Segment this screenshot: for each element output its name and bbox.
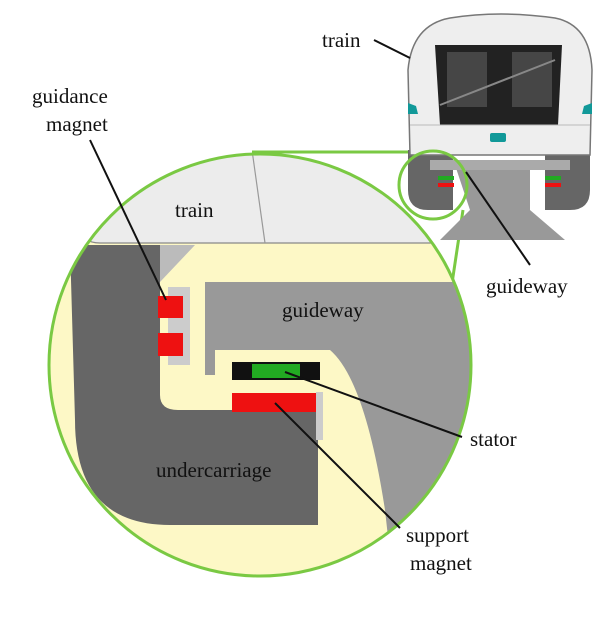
headlight-center: [490, 133, 506, 142]
support-magnet: [232, 393, 316, 412]
label-support-magnet-line1: support: [406, 523, 469, 547]
guidance-magnet-upper: [158, 296, 183, 318]
undercarriage-zoom-shape: [70, 245, 318, 525]
magnified-view: [49, 154, 471, 576]
label-guideway-zoom: guideway: [282, 298, 364, 322]
label-guideway-small: guideway: [486, 274, 568, 298]
label-train-zoom: train: [175, 198, 214, 222]
magnified-circle-outline: [47, 152, 473, 578]
guideway-pillar: [440, 165, 565, 240]
label-support-magnet-line2: magnet: [410, 551, 472, 575]
label-train-small: train: [322, 28, 361, 52]
label-stator: stator: [470, 427, 517, 451]
label-guidance-magnet-line2: magnet: [46, 112, 108, 136]
label-guidance-magnet-line1: guidance: [32, 84, 108, 108]
stator-core: [252, 364, 300, 378]
train-front-view: [407, 13, 593, 240]
leader-lines: [89, 39, 531, 529]
guidance-magnet-lower: [158, 333, 183, 356]
zoom-highlight-circle: [397, 149, 469, 221]
label-undercarriage: undercarriage: [156, 458, 271, 482]
